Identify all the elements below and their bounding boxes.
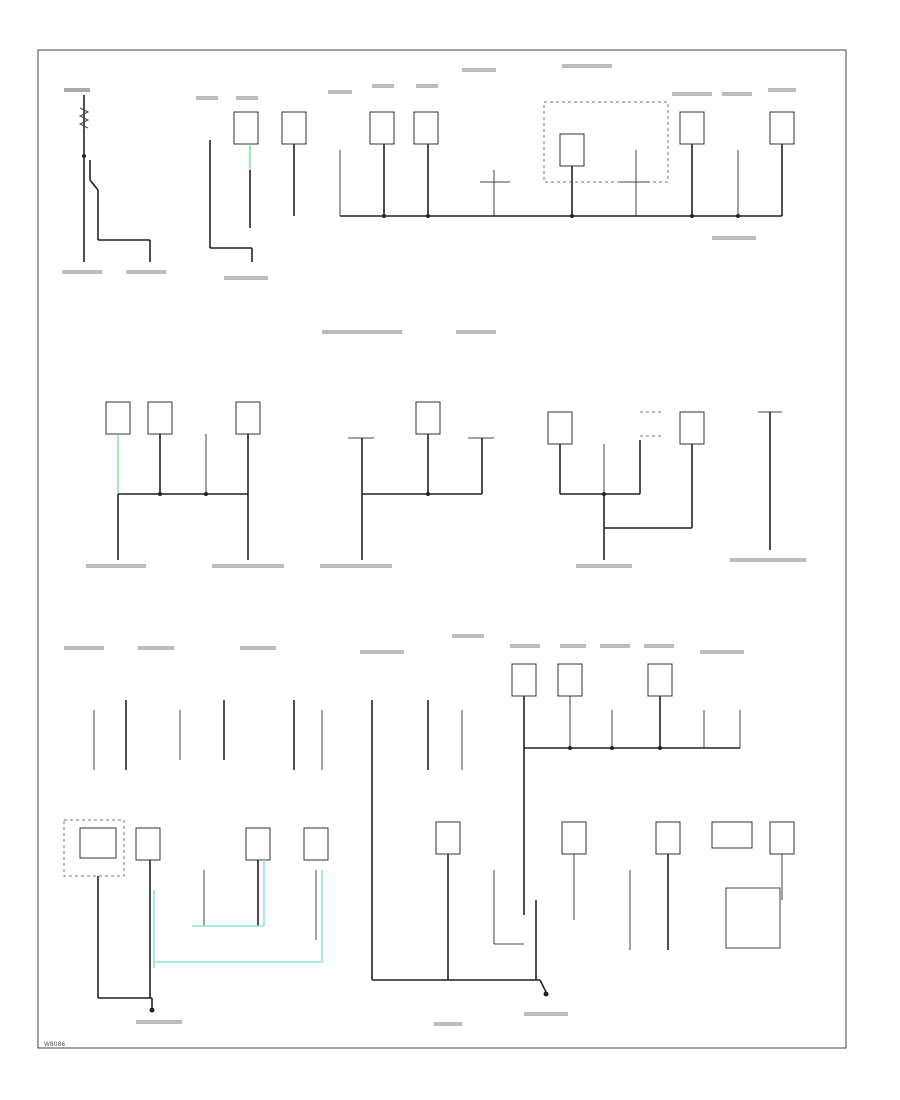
diagram-frame (37, 49, 847, 1049)
battery-ground-group (78, 95, 151, 262)
middle-left-group (105, 401, 261, 560)
middle-right-group (547, 411, 782, 560)
footer-code: W8086 (44, 1041, 65, 1048)
lower-row-wires (93, 696, 741, 980)
top-row-wires (209, 140, 783, 262)
bottom-left-group (63, 819, 329, 1013)
bottom-right-group (372, 821, 795, 997)
lower-row-components (511, 663, 673, 697)
middle-center-group (348, 401, 494, 560)
decorative-label-marks (62, 64, 806, 1026)
top-row-components (233, 101, 795, 183)
